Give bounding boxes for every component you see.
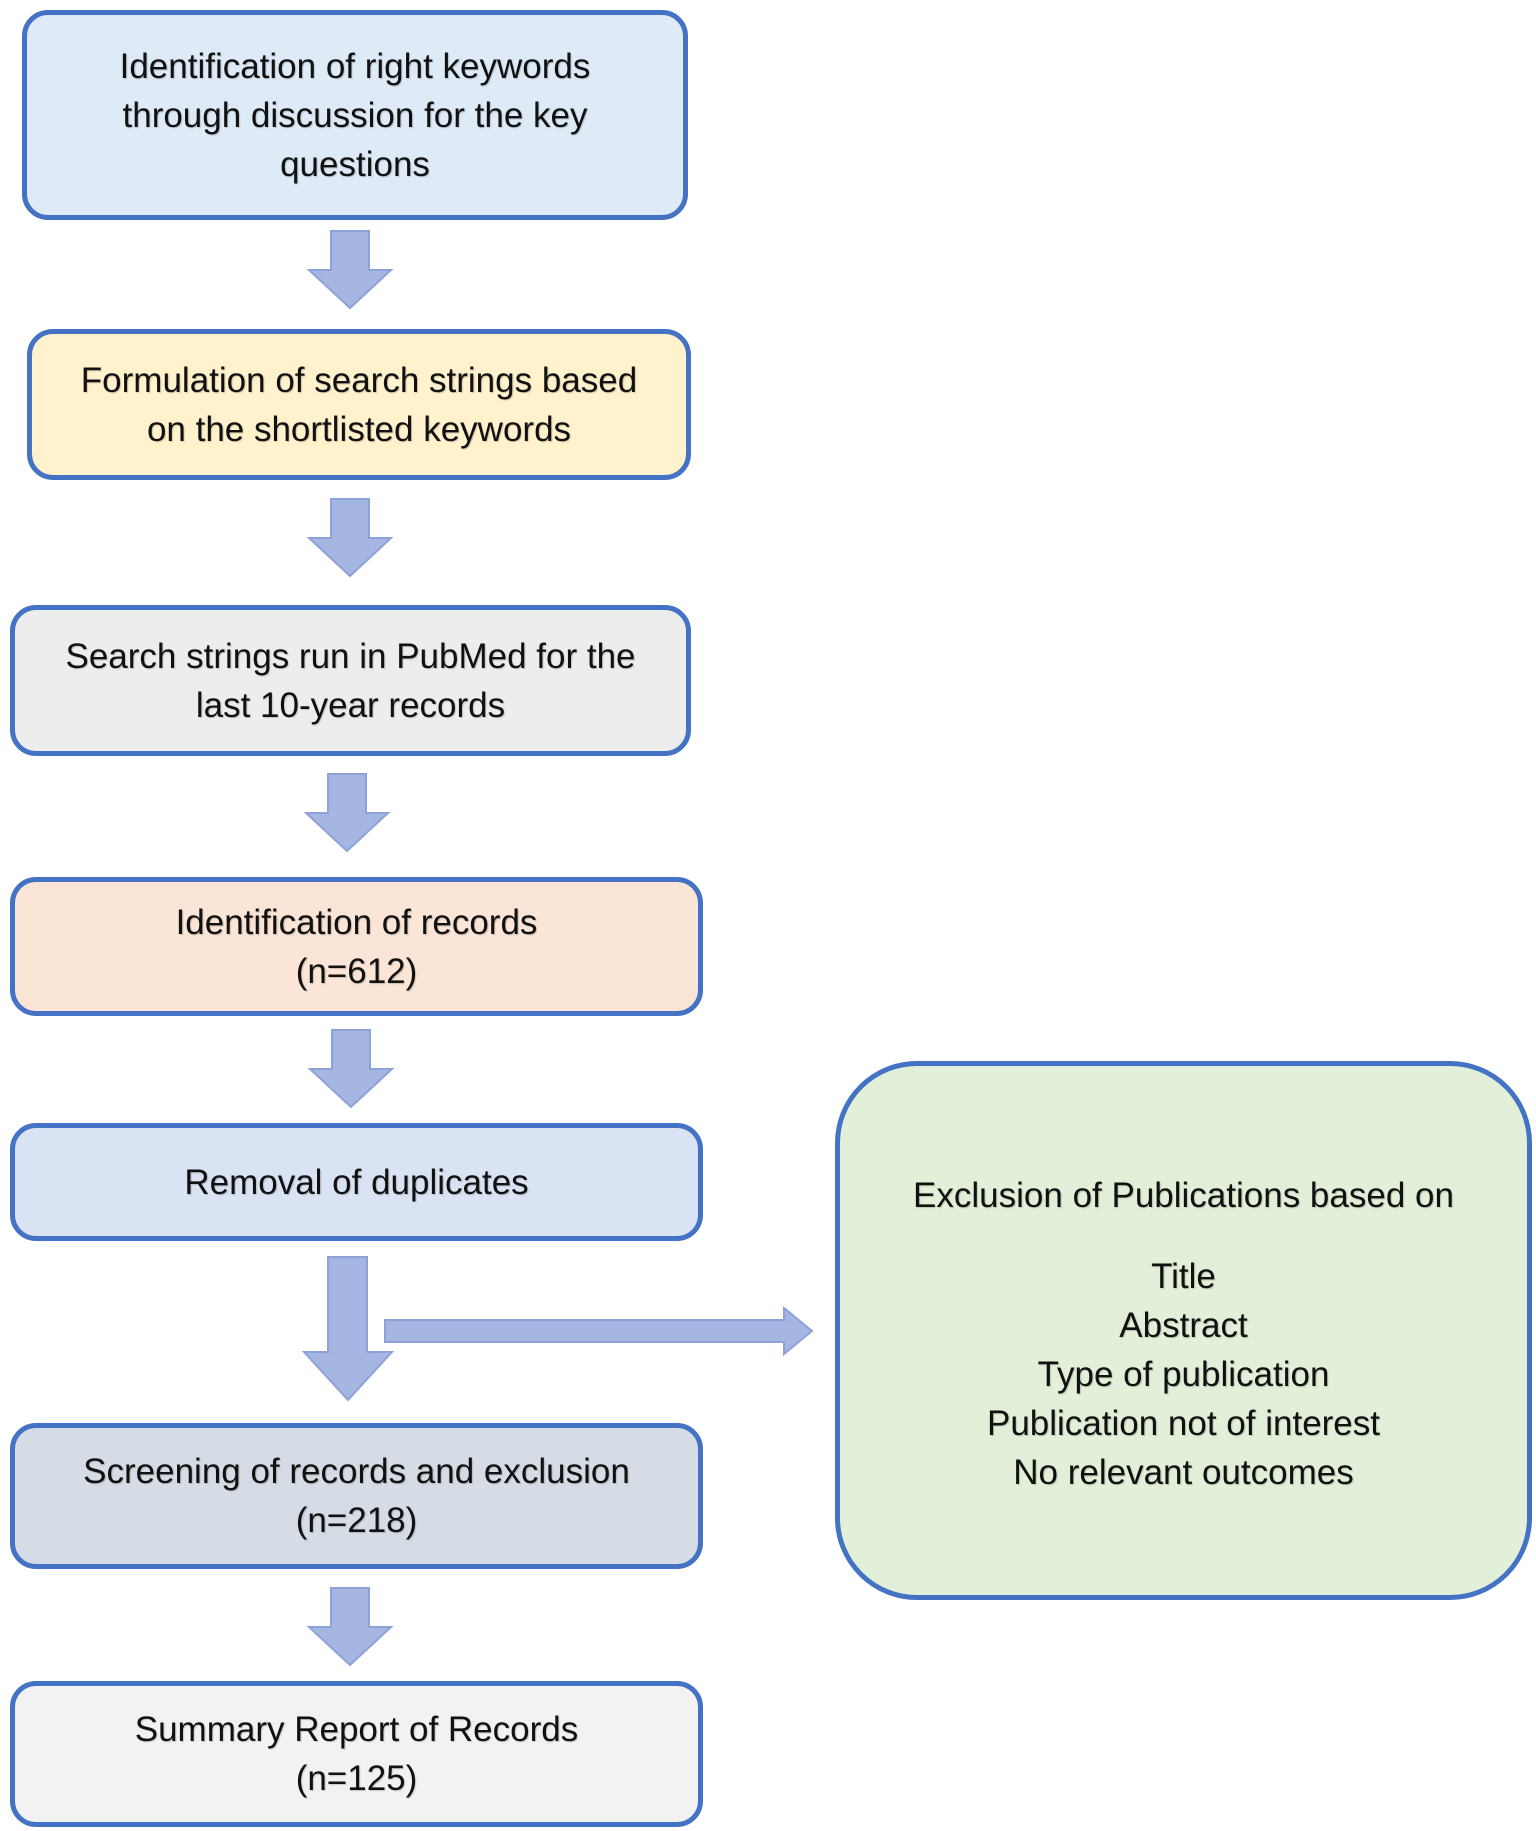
step-text-line: Search strings run in PubMed for the: [65, 636, 636, 676]
step-text-line: through discussion for the key: [122, 95, 588, 135]
step-text-line: Formulation of search strings based: [80, 360, 638, 400]
exclusion-criterion: Publication not of interest: [986, 1404, 1380, 1443]
step-count: (n=125): [295, 1759, 418, 1798]
step-count: (n=612): [295, 951, 418, 991]
step-text-line: on the shortlisted keywords: [146, 409, 572, 449]
step-identification-keywords: Identification of right keywords through…: [22, 10, 688, 220]
step-formulation-search-strings: Formulation of search strings based on t…: [27, 329, 691, 480]
right-arrow-icon: [384, 1306, 814, 1356]
exclusion-criterion: No relevant outcomes: [1013, 1453, 1354, 1492]
step-text-line: last 10-year records: [195, 685, 506, 725]
step-summary-report: Summary Report of Records (n=125): [10, 1681, 703, 1827]
step-text-line: Identification of right keywords: [119, 46, 591, 86]
down-arrow-icon: [307, 1029, 395, 1109]
exclusion-criterion: Type of publication: [1037, 1355, 1330, 1394]
exclusion-criteria-box: Exclusion of Publications based on Title…: [835, 1061, 1532, 1600]
step-identification-records: Identification of records (n=612): [10, 877, 703, 1016]
step-removal-duplicates: Removal of duplicates: [10, 1123, 703, 1241]
down-arrow-icon: [306, 498, 394, 578]
down-arrow-icon: [306, 230, 394, 310]
step-text-line: Screening of records and exclusion: [83, 1452, 630, 1491]
step-text-line: Removal of duplicates: [184, 1162, 529, 1202]
down-arrow-icon: [303, 773, 391, 853]
step-screening-exclusion: Screening of records and exclusion (n=21…: [10, 1423, 703, 1569]
down-arrow-icon: [306, 1587, 394, 1667]
down-arrow-icon: [301, 1256, 395, 1402]
step-text-line: Summary Report of Records: [134, 1710, 579, 1749]
step-search-pubmed: Search strings run in PubMed for the las…: [10, 605, 691, 756]
step-text-line: questions: [280, 144, 430, 184]
step-text-line: Identification of records: [175, 902, 538, 942]
exclusion-title: Exclusion of Publications based on: [913, 1176, 1454, 1215]
exclusion-criterion: Abstract: [1119, 1306, 1248, 1345]
exclusion-criterion: Title: [1151, 1257, 1216, 1296]
step-count: (n=218): [295, 1501, 418, 1540]
